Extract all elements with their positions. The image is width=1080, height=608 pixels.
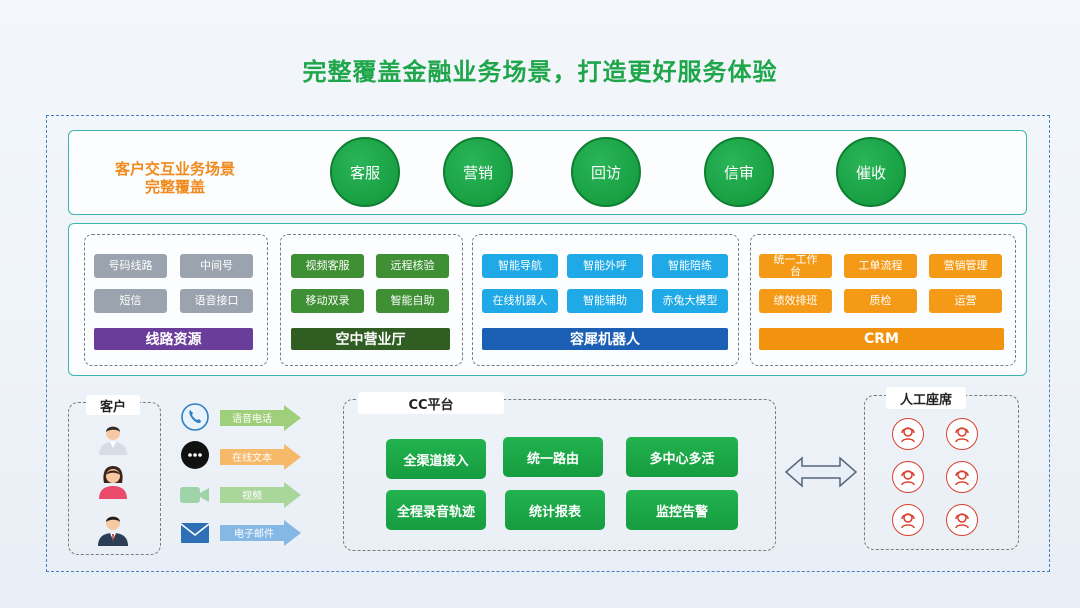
outer-frame (46, 115, 1050, 572)
agent-headset-icon (892, 418, 924, 450)
chip-video-service: 视频客服 (291, 254, 364, 278)
agents-label: 人工座席 (886, 387, 966, 409)
group-line-resources (84, 234, 268, 366)
agent-headset-icon (946, 461, 978, 493)
scenario-label: 客户交互业务场景 完整覆盖 (100, 160, 250, 196)
arrow-label-online-text: 在线文本 (232, 451, 272, 464)
chip-smart-outbound: 智能外呼 (567, 254, 643, 278)
chip-voice-api: 语音接口 (180, 289, 253, 313)
chip-smart-assist: 智能辅助 (567, 289, 643, 313)
scenario-label-line1: 客户交互业务场景 (114, 160, 235, 178)
chip-online-robot: 在线机器人 (482, 289, 558, 313)
agents-box (864, 395, 1019, 550)
video-icon (180, 487, 209, 503)
feature-multi-center: 多中心多活 (626, 437, 738, 477)
chip-sms: 短信 (94, 289, 167, 313)
scenario-xinshen: 信审 (704, 137, 774, 207)
group-air-hall (280, 234, 463, 366)
customer-label: 客户 (86, 395, 140, 415)
cc-platform-box (343, 399, 776, 551)
feature-omnichannel: 全渠道接入 (386, 439, 486, 479)
email-icon (180, 523, 210, 543)
group-title-crm: CRM (759, 328, 1004, 350)
group-title-air-hall: 空中营业厅 (291, 328, 450, 350)
chip-chitu-llm: 赤兔大模型 (652, 289, 728, 313)
feature-stat-report: 统计报表 (505, 490, 605, 530)
feature-unified-routing: 统一路由 (503, 437, 603, 477)
agent-headset-icon (892, 461, 924, 493)
chip-smart-training: 智能陪练 (652, 254, 728, 278)
scenario-huifang: 回访 (571, 137, 641, 207)
group-title-robot: 容犀机器人 (482, 328, 728, 350)
feature-full-recording: 全程录音轨迹 (386, 490, 486, 530)
feature-monitor-alert: 监控告警 (626, 490, 738, 530)
customer-man-icon (99, 426, 127, 455)
arrow-video: 视频 (220, 482, 301, 508)
scenario-yingxiao: 营销 (443, 137, 513, 207)
arrow-label-email: 电子邮件 (234, 527, 274, 540)
group-crm (750, 234, 1016, 366)
scenario-kefu: 客服 (330, 137, 400, 207)
scenario-label-line2: 完整覆盖 (144, 178, 205, 196)
chip-marketing-mgmt: 营销管理 (929, 254, 1002, 278)
arrow-email: 电子邮件 (220, 520, 301, 546)
phone-icon (181, 403, 209, 431)
chat-icon (181, 441, 209, 469)
chip-ticket-flow: 工单流程 (844, 254, 917, 278)
arrow-online-text: 在线文本 (220, 444, 301, 470)
arrow-label-video: 视频 (242, 489, 262, 502)
chip-mobile-dual-record: 移动双录 (291, 289, 364, 313)
chip-remote-verify: 远程核验 (376, 254, 449, 278)
agent-headset-icon (946, 504, 978, 536)
double-arrow-icon (784, 456, 858, 488)
chip-performance-schedule: 绩效排班 (759, 289, 832, 313)
chip-unified-workbench: 统一工作台 (759, 254, 832, 278)
customer-businessman-icon (98, 516, 128, 546)
arrow-voice-call: 语音电话 (220, 405, 301, 431)
agent-headset-icon (946, 418, 978, 450)
chip-number-line: 号码线路 (94, 254, 167, 278)
chip-operations: 运营 (929, 289, 1002, 313)
chip-smart-navigation: 智能导航 (482, 254, 558, 278)
scenario-cuishou: 催收 (836, 137, 906, 207)
chip-quality-check: 质检 (844, 289, 917, 313)
agent-headset-icon (892, 504, 924, 536)
page-title: 完整覆盖金融业务场景，打造更好服务体验 (302, 58, 778, 86)
chip-smart-self-service: 智能自助 (376, 289, 449, 313)
arrow-label-voice-call: 语音电话 (232, 412, 272, 425)
cc-platform-label: CC平台 (358, 392, 504, 414)
group-robot (472, 234, 739, 366)
chip-middle-number: 中间号 (180, 254, 253, 278)
group-title-line-resources: 线路资源 (94, 328, 253, 350)
customer-woman-icon (99, 466, 127, 499)
